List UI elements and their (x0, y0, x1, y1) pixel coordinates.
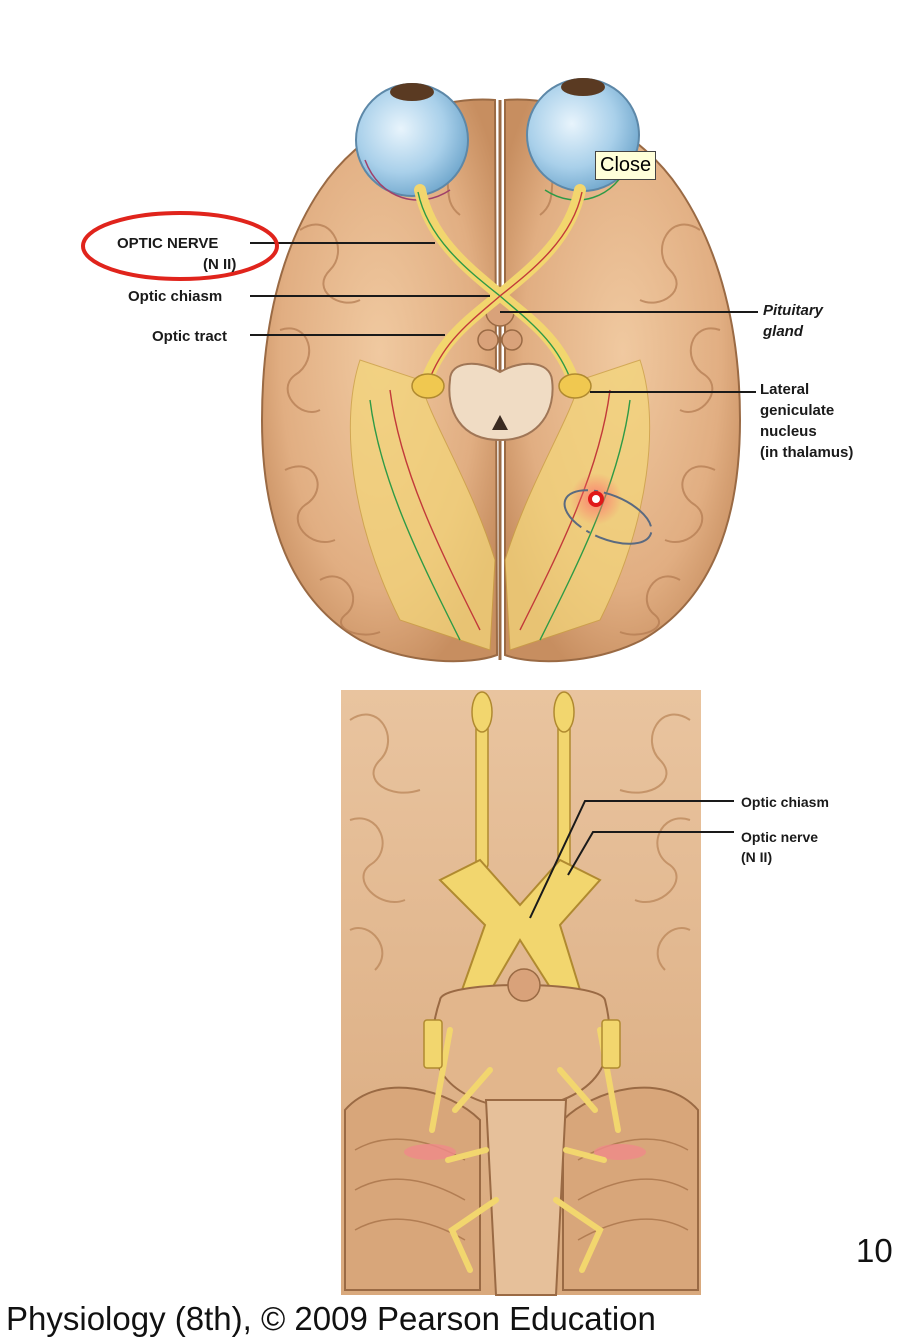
label-optic-nerve: OPTIC NERVE (117, 235, 219, 252)
optic-pathway (414, 184, 586, 391)
label-bottom-optic-nerve: Optic nerve (741, 829, 819, 845)
bottom-brain (341, 690, 701, 1296)
cerebellum (344, 1086, 481, 1291)
label-optic-tract: Optic tract (152, 328, 228, 345)
target-marker (588, 491, 604, 507)
page-number: 10 (856, 1232, 893, 1269)
label-lgn-2: geniculate (760, 402, 835, 419)
left-optic-radiation (349, 359, 496, 651)
label-pituitary-2: gland (763, 323, 803, 340)
label-lgn-3: nucleus (760, 423, 817, 440)
label-optic-chiasm: Optic chiasm (128, 288, 223, 305)
brainstem-section (448, 362, 554, 442)
highlight-ellipse (563, 489, 653, 545)
top-brain (260, 78, 742, 663)
optic-nerve-highlight-oval (81, 211, 279, 281)
label-pituitary-1: Pituitary (763, 302, 824, 319)
bottom-leader-lines (529, 800, 734, 919)
top-leader-lines (250, 242, 758, 393)
medulla (484, 1099, 568, 1296)
label-bottom-optic-nerve-roman: (N II) (741, 849, 773, 865)
footer-credit: Physiology (8th), © 2009 Pearson Educati… (6, 1300, 656, 1337)
label-bottom-optic-chiasm: Optic chiasm (741, 794, 829, 810)
label-lgn-1: Lateral (760, 381, 810, 398)
close-tooltip[interactable]: Close (595, 151, 657, 180)
label-optic-nerve-roman: (N II) (203, 256, 237, 273)
label-lgn-4: (in thalamus) (760, 444, 854, 461)
